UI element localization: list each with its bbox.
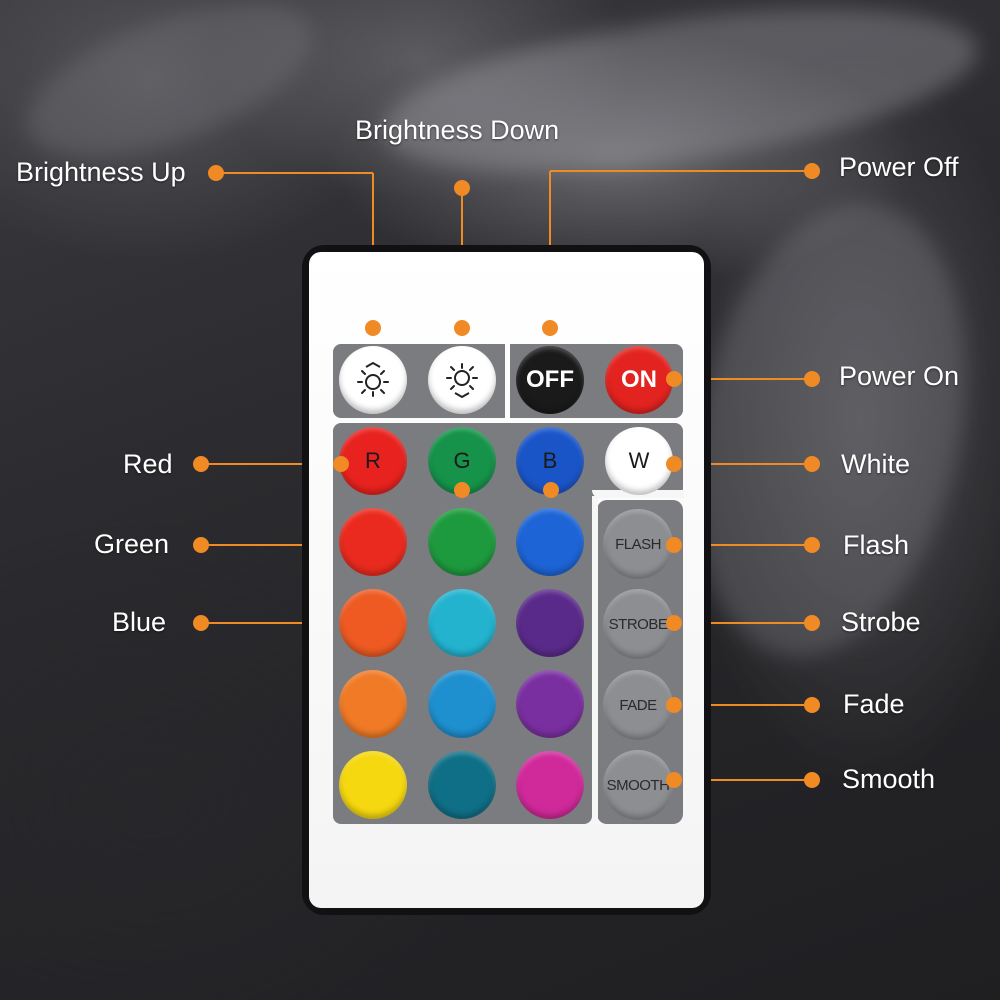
green-button-label: G: [453, 448, 471, 473]
label-fade: Fade: [843, 689, 905, 719]
mode-panel-gap: [592, 496, 598, 826]
callout-dot: [804, 772, 820, 788]
label-white: White: [841, 449, 911, 479]
flash-button[interactable]: FLASH: [603, 509, 673, 579]
label-brightness-down: Brightness Down: [355, 115, 560, 145]
white-button[interactable]: W: [605, 427, 673, 495]
callout-dot: [333, 456, 349, 472]
sun-up-icon: [357, 361, 389, 397]
label-smooth: Smooth: [842, 764, 936, 794]
on-button-label: ON: [621, 366, 657, 393]
red-button[interactable]: R: [339, 427, 407, 495]
callout-line: [674, 544, 812, 546]
callout-dot: [804, 615, 820, 631]
callout-dot: [804, 163, 820, 179]
color-button[interactable]: [516, 589, 584, 657]
smooth-button[interactable]: SMOOTH: [603, 750, 673, 820]
label-flash: Flash: [843, 530, 910, 560]
color-button[interactable]: [339, 589, 407, 657]
label-brightness-up: Brightness Up: [16, 157, 186, 187]
callout-dot: [804, 371, 820, 387]
label-blue: Blue: [112, 607, 167, 637]
white-button-label: W: [628, 448, 650, 473]
label-strobe: Strobe: [841, 607, 921, 637]
callout-dot: [193, 615, 209, 631]
color-button[interactable]: [428, 508, 496, 576]
label-power-off: Power Off: [839, 152, 959, 182]
callout-dot: [804, 456, 820, 472]
color-button[interactable]: [339, 508, 407, 576]
color-button[interactable]: [516, 670, 584, 738]
callout-line: [550, 170, 812, 172]
callout-line: [674, 378, 812, 380]
fade-button[interactable]: FADE: [603, 670, 673, 740]
callout-dot: [543, 482, 559, 498]
color-button[interactable]: [516, 508, 584, 576]
callout-line: [674, 704, 812, 706]
callout-dot: [208, 165, 224, 181]
callout-line: [201, 463, 341, 465]
color-button[interactable]: [516, 751, 584, 819]
callout-dot: [666, 456, 682, 472]
color-button[interactable]: [428, 751, 496, 819]
label-green: Green: [94, 529, 170, 559]
flash-button-label: FLASH: [615, 535, 661, 553]
callout-dot: [804, 537, 820, 553]
blue-button[interactable]: B: [516, 427, 584, 495]
brightness-up-button[interactable]: [339, 346, 407, 414]
callout-dot: [542, 320, 558, 336]
color-button[interactable]: [339, 670, 407, 738]
callout-dot: [666, 697, 682, 713]
strobe-button[interactable]: STROBE: [603, 589, 673, 659]
color-button[interactable]: [339, 751, 407, 819]
callout-line: [216, 172, 373, 174]
callout-dot: [454, 180, 470, 196]
color-button[interactable]: [428, 589, 496, 657]
red-button-label: R: [365, 448, 381, 473]
callout-dot: [804, 697, 820, 713]
callout-dot: [193, 456, 209, 472]
label-power-on: Power On: [839, 361, 960, 391]
on-button[interactable]: ON: [605, 346, 673, 414]
callout-dot: [365, 320, 381, 336]
callout-dot: [666, 615, 682, 631]
callout-dot: [666, 537, 682, 553]
strobe-button-label: STROBE: [608, 615, 668, 633]
sun-down-icon: [446, 363, 478, 399]
callout-line: [674, 463, 812, 465]
off-button-label: OFF: [526, 366, 574, 393]
off-button[interactable]: OFF: [516, 346, 584, 414]
callout-dot: [193, 537, 209, 553]
label-red: Red: [123, 449, 173, 479]
callout-dot: [666, 772, 682, 788]
callout-dot: [666, 371, 682, 387]
smooth-button-label: SMOOTH: [606, 776, 670, 794]
brightness-down-button[interactable]: [428, 346, 496, 414]
callout-line: [674, 622, 812, 624]
callout-dot: [454, 482, 470, 498]
color-button[interactable]: [428, 670, 496, 738]
callout-line: [674, 779, 812, 781]
callout-dot: [454, 320, 470, 336]
blue-button-label: B: [542, 448, 558, 473]
fade-button-label: FADE: [619, 696, 657, 714]
